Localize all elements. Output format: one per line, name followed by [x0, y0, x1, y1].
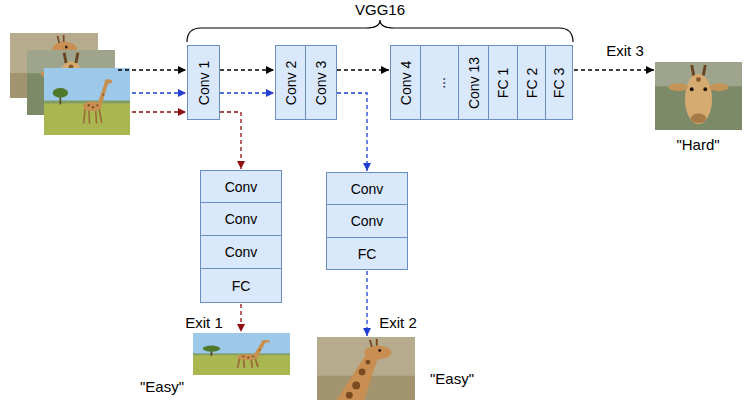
data-flow-arrow: [337, 69, 389, 70]
layer-box: Conv 4: [390, 45, 421, 120]
exit-image: [317, 337, 415, 400]
layer-box: ...: [420, 45, 459, 120]
network-name: VGG16: [355, 1, 405, 18]
exit-label: Exit 2: [379, 314, 417, 331]
layer-label: Conv 1: [196, 60, 212, 104]
layer-label: FC 1: [495, 67, 511, 97]
layer-box: Conv 1: [187, 45, 220, 120]
exit-arrow: [366, 271, 367, 336]
layer-label: FC: [358, 246, 377, 262]
exit-arrow: [240, 304, 241, 332]
layer-box: Conv 13: [458, 45, 489, 120]
difficulty-label: "Easy": [140, 378, 184, 395]
difficulty-label: "Easy": [430, 370, 474, 387]
layer-label: Conv: [351, 213, 384, 229]
layer-label: Conv 3: [313, 60, 329, 104]
layer-label: Conv 2: [283, 60, 299, 104]
layer-box: FC 2: [517, 45, 546, 120]
layer-box: Conv: [200, 202, 282, 236]
layer-box: Conv: [326, 204, 408, 238]
layer-label: Conv 13: [466, 56, 482, 108]
input-image: [44, 68, 130, 135]
layer-box: FC: [200, 268, 282, 303]
layer-box: FC: [326, 237, 408, 270]
exit-label: Exit 1: [185, 314, 223, 331]
layer-box: FC 1: [488, 45, 518, 120]
layer-box: Conv 3: [305, 45, 337, 120]
data-flow-arrow: [337, 93, 367, 171]
difficulty-label: "Hard": [676, 136, 719, 153]
layer-label: Conv: [225, 244, 258, 260]
layer-label: ...: [432, 77, 448, 89]
data-flow-arrow: [220, 112, 241, 169]
layer-label: Conv 4: [398, 60, 414, 104]
layer-label: Conv: [225, 179, 258, 195]
layer-label: FC 2: [524, 67, 540, 97]
layer-box: FC 3: [545, 45, 573, 120]
layer-box: Conv: [326, 172, 408, 205]
layer-box: Conv: [200, 170, 282, 203]
data-flow-arrow: [220, 69, 274, 70]
input-arrow: [132, 92, 186, 93]
layer-label: Conv: [351, 181, 384, 197]
exit-label: Exit 3: [606, 42, 644, 59]
layer-label: FC: [232, 278, 251, 294]
layer-label: FC 3: [551, 67, 567, 97]
data-flow-arrow: [220, 92, 274, 93]
input-arrow: [118, 69, 186, 70]
exit-image: [655, 62, 742, 130]
layer-label: Conv: [225, 211, 258, 227]
exit-image: [193, 333, 290, 375]
brace: [187, 20, 573, 42]
layer-box: Conv: [200, 235, 282, 269]
exit-arrow: [574, 69, 654, 70]
layer-box: Conv 2: [275, 45, 306, 120]
input-arrow: [132, 111, 186, 112]
